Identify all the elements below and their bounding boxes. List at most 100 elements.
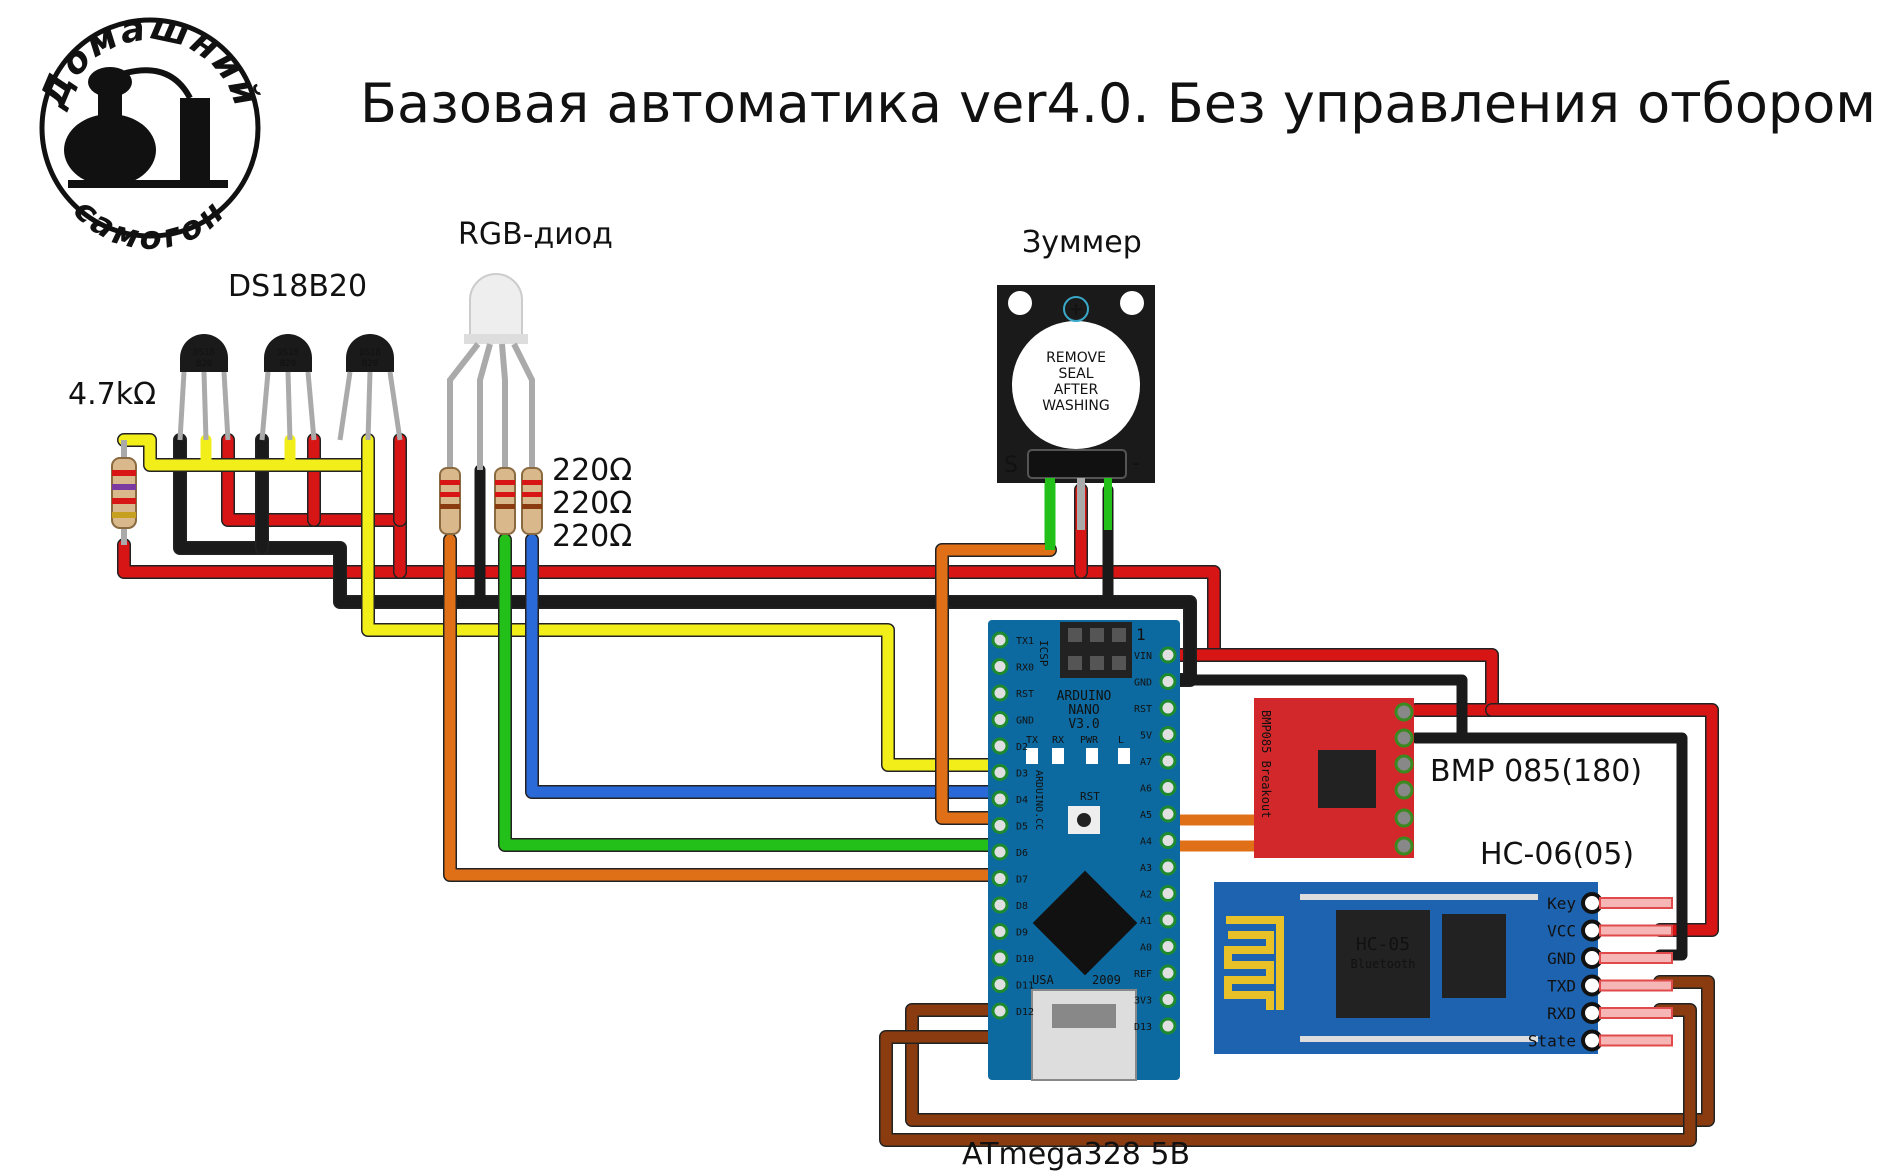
hc-pin-gnd (1581, 947, 1603, 969)
left-pin-label: D9 (1016, 928, 1028, 939)
left-pin-label: D11 (1016, 981, 1034, 992)
pullup-resistor (111, 440, 137, 545)
led-resistors (439, 467, 543, 535)
buzzer-module: + REMOVE SEAL AFTER WASHING S - (997, 285, 1155, 550)
hc-pin-lead (1599, 897, 1673, 909)
hc-pin-label: GND (1547, 949, 1576, 968)
seal-text: REMOVE (1046, 350, 1106, 366)
led-label: PWR (1080, 735, 1099, 746)
left-pin-rst (991, 684, 1009, 702)
left-pin-label: TX1 (1016, 636, 1034, 647)
rgb-diode-label: RGB-диод (458, 217, 613, 252)
seal-text: AFTER (1054, 382, 1099, 398)
led-label: L (1118, 735, 1124, 746)
left-pin-label: D4 (1016, 795, 1028, 806)
left-pin-label: D12 (1016, 1007, 1034, 1018)
page-title: Базовая автоматика ver4.0. Без управлени… (360, 72, 1876, 135)
board-name: V3.0 (1068, 717, 1099, 732)
left-pin-d9 (991, 923, 1009, 940)
hc-pin-label: State (1528, 1032, 1576, 1051)
right-pin-label: A2 (1140, 890, 1152, 901)
right-pin-label: 3V3 (1134, 996, 1152, 1007)
bmp-board-text: BMP085 Breakout (1259, 710, 1273, 818)
hc-pin-state (1581, 1029, 1603, 1052)
sensor-chip-text: DS18 (359, 348, 381, 358)
resistor-label-3: 220Ω (552, 519, 632, 554)
antenna-icon (1224, 916, 1284, 1010)
ds18b20-label: DS18B20 (228, 269, 367, 304)
left-pin-label: D2 (1016, 742, 1028, 753)
left-pin-d6 (991, 843, 1009, 861)
hc-chip-name: HC-05 (1356, 934, 1410, 955)
right-pin-a3 (1159, 858, 1177, 876)
hc-chip-sub: Bluetooth (1350, 957, 1415, 971)
right-pin-ref (1159, 964, 1177, 982)
right-pin-a0 (1159, 938, 1177, 955)
right-pin-label: A7 (1140, 757, 1152, 768)
board-name: ARDUINO (1057, 689, 1112, 704)
left-pin-rx0 (991, 658, 1009, 675)
buzzer-label: Зуммер (1022, 225, 1142, 260)
right-pin-a5 (1159, 805, 1177, 823)
board-leds: TX RX PWR L (1026, 735, 1130, 764)
sensor-chip-text: B20 (196, 359, 212, 369)
seal-text: SEAL (1058, 366, 1093, 382)
rst-label: RST (1080, 790, 1100, 803)
right-pin-label: VIN (1134, 651, 1152, 662)
sensor-chip-text: DS18 (277, 348, 299, 358)
hc-pin-label: VCC (1547, 922, 1576, 941)
right-pin-label: A0 (1140, 943, 1152, 954)
left-pin-d8 (991, 896, 1009, 914)
right-pin-label: D13 (1134, 1022, 1152, 1033)
right-pin-label: A3 (1140, 863, 1152, 874)
left-pin-label: RST (1016, 689, 1034, 700)
left-pin-d3 (991, 764, 1009, 781)
hc-pin-lead (1599, 1007, 1673, 1019)
hc-pin-txd (1581, 974, 1603, 997)
sensor-chip-text: B20 (280, 359, 296, 369)
right-pin-vin (1159, 646, 1177, 664)
left-pin-d2 (991, 737, 1009, 755)
left-pin-label: D8 (1016, 901, 1028, 912)
sensor-chip-text: DS18 (193, 348, 215, 358)
hc-pin-key (1581, 892, 1603, 914)
left-pin-d4 (991, 790, 1009, 808)
left-pin-label: D5 (1016, 822, 1028, 833)
hc-pin-label: TXD (1547, 977, 1576, 996)
ds18b20-sensor-1: DS18 B20 (177, 334, 231, 441)
right-pin-a6 (1159, 779, 1177, 796)
led-label: TX (1026, 735, 1038, 746)
right-pin-rst (1159, 699, 1177, 717)
right-pin-d13 (1159, 1017, 1177, 1035)
reset-button[interactable] (1077, 813, 1091, 827)
hc-pin-lead (1599, 979, 1673, 992)
wire-blue (526, 534, 1016, 798)
board-name: NANO (1068, 703, 1099, 718)
right-pin-a1 (1159, 911, 1177, 929)
left-pin-d7 (991, 870, 1009, 887)
right-pin-a4 (1159, 832, 1177, 849)
left-pin-label: RX0 (1016, 663, 1034, 674)
buzzer-pin-s: S (1004, 453, 1018, 478)
resistor-label-2: 220Ω (552, 486, 632, 521)
left-pin-label: D7 (1016, 875, 1028, 886)
right-pin-a2 (1159, 885, 1177, 902)
hc-label: HC-06(05) (1480, 837, 1634, 872)
left-pin-d11 (991, 976, 1009, 993)
bmp085-board: BMP085 Breakout (1254, 698, 1414, 858)
still-icon (64, 67, 228, 188)
left-pin-label: D10 (1016, 954, 1034, 965)
right-pin-3v3 (1159, 991, 1177, 1008)
bmp-label: BMP 085(180) (1430, 754, 1642, 789)
left-pin-d5 (991, 817, 1009, 834)
hc-pin-lead (1599, 924, 1673, 937)
right-pin-label: GND (1134, 678, 1152, 689)
vendor-label: ARDUINO.CC (1033, 770, 1044, 830)
wire-green (499, 534, 1016, 851)
wire-orange (444, 534, 1016, 881)
hc-pin-lead (1599, 1034, 1673, 1047)
seal-text: WASHING (1042, 398, 1110, 414)
